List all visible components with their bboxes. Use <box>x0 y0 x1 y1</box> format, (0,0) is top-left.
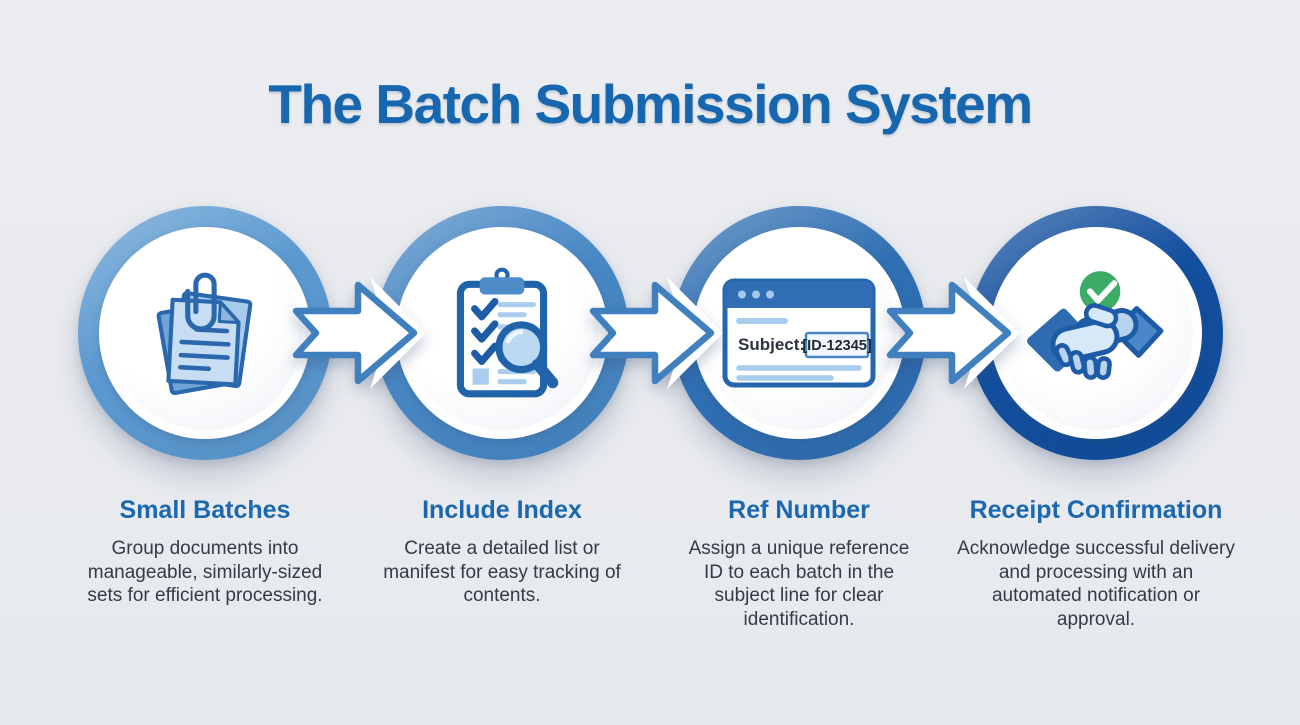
step-circle-ref-number: Subject: [ID-12345] <box>672 206 926 460</box>
arrow-right-icon <box>886 281 1012 385</box>
circle-content: Subject: [ID-12345] <box>702 236 896 430</box>
step-heading: Include Index <box>422 496 582 524</box>
clipboard-checklist-magnifier-icon <box>456 267 559 398</box>
step-heading: Receipt Confirmation <box>969 496 1223 524</box>
checkmark-badge-icon <box>1079 271 1121 312</box>
step-text-ref-number: Ref Number Assign a unique reference ID … <box>649 496 949 631</box>
step-circle-receipt-confirmation <box>969 206 1223 460</box>
step-text-include-index: Include Index Create a detailed list or … <box>352 496 652 608</box>
step-description: Group documents into manageable, similar… <box>87 538 323 606</box>
email-window-subject-icon: Subject: [ID-12345] <box>722 278 876 388</box>
step-heading: Small Batches <box>119 496 291 524</box>
arrow-right-icon <box>589 281 715 385</box>
step-circle-include-index <box>375 206 629 460</box>
document-stack-paperclip-icon <box>156 272 253 396</box>
window-titlebar <box>725 281 873 308</box>
handshake-check-icon <box>1027 271 1164 380</box>
front-document <box>166 297 241 387</box>
flow-arrow-3 <box>886 277 1020 389</box>
window-control-dots <box>738 290 774 299</box>
handshake-icon <box>1027 303 1164 380</box>
clipboard-clip <box>479 277 525 295</box>
flow-arrow-2 <box>589 277 723 389</box>
circle-content <box>999 236 1193 430</box>
arrow-right-icon <box>292 281 418 385</box>
page-title: The Batch Submission System <box>268 73 1033 135</box>
magnifier-icon <box>495 321 559 389</box>
circle-content <box>108 236 302 430</box>
step-circle-small-batches <box>78 206 332 460</box>
circle-content <box>405 236 599 430</box>
body-lines <box>736 365 862 381</box>
step-description: Assign a unique reference ID to each bat… <box>688 538 910 630</box>
subject-value-text: [ID-12345] <box>802 338 871 354</box>
step-text-small-batches: Small Batches Group documents into manag… <box>55 496 355 608</box>
thumb <box>1083 303 1119 329</box>
step-heading: Ref Number <box>728 496 870 524</box>
paperclip-icon <box>185 272 217 332</box>
step-description: Create a detailed list or manifest for e… <box>383 538 621 606</box>
step-description: Acknowledge successful delivery and proc… <box>957 538 1235 630</box>
list-square-bullet <box>472 368 489 385</box>
knuckles <box>1054 343 1112 380</box>
flow-arrow-1 <box>292 277 426 389</box>
step-text-receipt-confirmation: Receipt Confirmation Acknowledge success… <box>946 496 1246 631</box>
subject-id-box <box>804 331 870 359</box>
folded-corner <box>217 300 241 325</box>
subject-label-text: Subject: <box>738 335 805 354</box>
checkmarks <box>471 298 499 365</box>
